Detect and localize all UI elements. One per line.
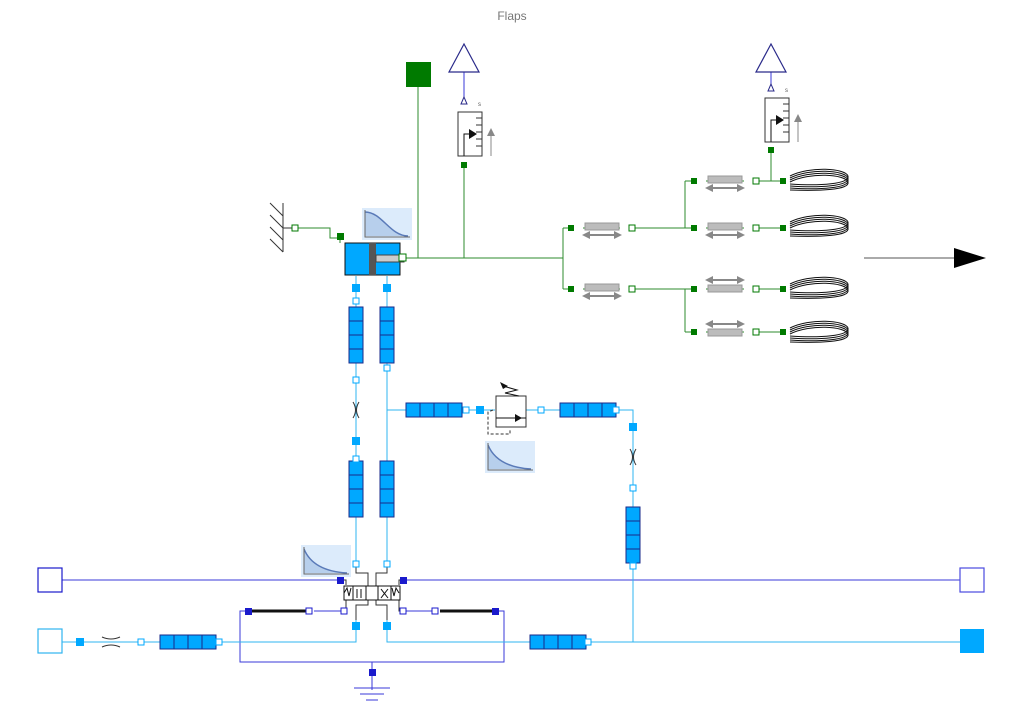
hydraulic-sink[interactable] [960, 629, 984, 653]
linkage-rods[interactable] [581, 175, 746, 337]
valve-characteristic-icon [300, 544, 352, 578]
arrow-right-icon [864, 248, 986, 268]
signal-connections [62, 72, 960, 690]
signal-output-triangle-icon [447, 42, 481, 73]
signal-ports [245, 577, 499, 676]
sensor-icon [457, 111, 496, 157]
airfoil-icon[interactable] [789, 168, 849, 191]
throttle-icon[interactable] [101, 636, 121, 648]
cylinder-characteristic-icon [361, 207, 413, 241]
force-sensor-1[interactable]: s [447, 42, 496, 168]
hydraulic-ports [76, 284, 637, 646]
hydraulic-source[interactable] [37, 628, 63, 654]
fixed-ground-icon[interactable] [269, 202, 292, 253]
cylinder-icon[interactable] [337, 207, 413, 276]
signal-input-left[interactable] [37, 567, 63, 593]
valve-4-3-icon[interactable] [343, 585, 401, 601]
sensor-unit-label: s [785, 88, 788, 94]
sensor-icon [764, 97, 803, 143]
relief-valve-icon[interactable] [487, 382, 527, 435]
diagram-title: Flaps [497, 9, 527, 23]
force-sensor-2[interactable]: s [754, 42, 803, 153]
ground-icon [354, 687, 390, 701]
mechanical-port [291, 224, 299, 232]
signal-input-right[interactable] [959, 567, 985, 593]
mechanical-input-port[interactable] [406, 62, 431, 87]
linkage-ports [568, 177, 786, 336]
airfoil-icon[interactable] [789, 320, 849, 343]
sensor-unit-label: s [478, 102, 481, 108]
signal-output-triangle-icon [754, 42, 788, 73]
airfoil-icon[interactable] [789, 214, 849, 237]
airfoil-icon[interactable] [789, 276, 849, 299]
relief-valve-characteristic-icon [484, 440, 536, 474]
